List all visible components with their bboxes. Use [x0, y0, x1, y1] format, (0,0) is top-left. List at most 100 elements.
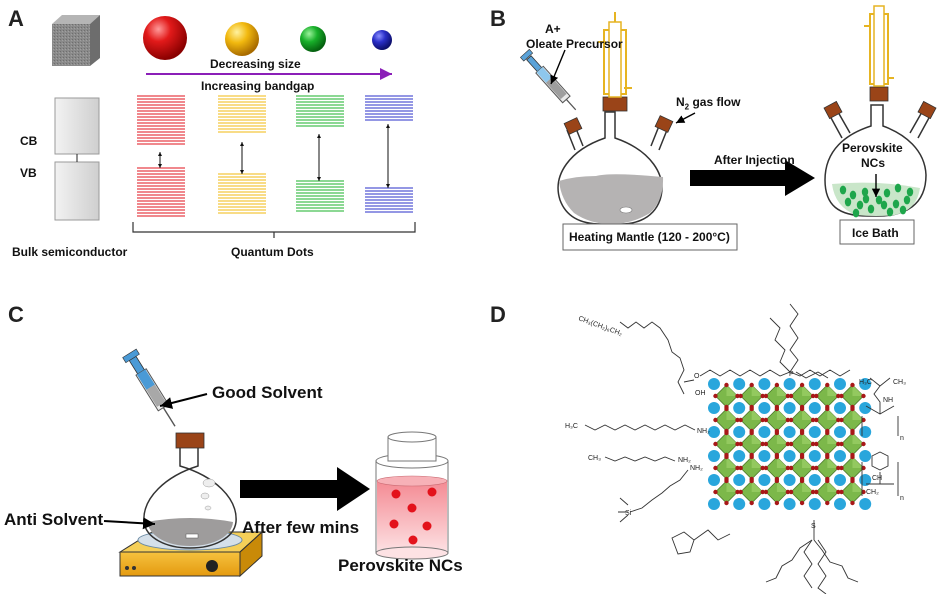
halide-atom [810, 417, 816, 423]
octahedron-face [776, 433, 788, 444]
cation-sphere [733, 498, 746, 510]
cation-sphere [808, 474, 821, 486]
bottom-chain-2 [817, 539, 827, 594]
halide-atom [749, 406, 754, 412]
halide-atom [774, 454, 780, 460]
bandgap-arrow-head [386, 124, 390, 128]
nc-dot [408, 535, 418, 545]
octahedron-face [776, 457, 788, 468]
bulk-cb-box [54, 97, 100, 155]
cation-sphere [834, 474, 846, 486]
halide-atom [760, 441, 765, 447]
cation-sphere [708, 426, 720, 438]
n2-arrow [675, 112, 696, 124]
n2-gas-flow-label: N2 gas flow [676, 95, 741, 112]
halide-atom [763, 441, 769, 447]
cation-sphere [808, 378, 821, 390]
octahedron-face [827, 409, 839, 420]
oleylamine-nh2-label: NH₂ [697, 428, 710, 435]
halide-atom [839, 393, 844, 399]
bulk-vb-box [54, 161, 100, 221]
cation-sphere [808, 498, 821, 510]
cation-sphere [783, 474, 796, 486]
halide-atom [749, 500, 754, 506]
nc-dot [861, 187, 869, 197]
octahedron-face [776, 409, 788, 420]
halide-atom [724, 454, 729, 460]
cation-sphere [758, 402, 771, 414]
cation-sphere [834, 402, 846, 414]
pnipam-ch3-label: CH₃ [893, 379, 906, 386]
halide-atom [749, 478, 754, 484]
nc-dot [844, 197, 852, 207]
halide-atom [763, 417, 769, 423]
nc-dot [407, 503, 417, 513]
octahedron-face [751, 433, 763, 444]
anti-solvent-label: Anti Solvent [4, 510, 104, 529]
phosphine-chain-1 [769, 317, 791, 373]
halide-atom [850, 478, 855, 484]
nc-dot [880, 200, 888, 210]
cation-sphere [758, 426, 771, 438]
halide-atom [785, 393, 791, 399]
perovskite-nc-dots-c [389, 487, 437, 545]
halide-atom [774, 406, 780, 412]
cation-sphere [783, 498, 796, 510]
halide-atom [774, 382, 780, 388]
cb-label: CB [20, 134, 38, 148]
octahedron-face [827, 481, 839, 492]
yellow-quantum-dot [225, 22, 259, 56]
halide-atom [735, 489, 740, 495]
octahedron-face [751, 409, 763, 420]
after-few-mins-label: After few mins [242, 518, 360, 537]
halide-atom [785, 417, 791, 423]
halide-atom [785, 465, 791, 471]
anti-solvent-arrow [103, 517, 156, 530]
octahedron-face [726, 457, 738, 468]
halide-atom [735, 417, 740, 423]
halide-atom [760, 489, 765, 495]
pnipam [865, 377, 895, 415]
bandgap-arrow-head [317, 134, 321, 138]
after-injection-label: After Injection [714, 153, 795, 167]
halide-atom [713, 489, 718, 495]
quantum-dot-band-lines [137, 95, 413, 217]
cation-sphere [783, 450, 796, 462]
halide-atom [825, 500, 830, 506]
halide-atom [861, 441, 866, 447]
octahedron-face [802, 457, 814, 468]
halide-atom [799, 478, 805, 484]
cation-sphere [859, 378, 872, 390]
halide-atom [760, 465, 765, 471]
cation-sphere [808, 450, 821, 462]
cation-sphere [708, 450, 720, 462]
oleic-acid-label: CH₃(CH₂)₆CH₂ [577, 315, 623, 337]
good-solvent-label: Good Solvent [212, 383, 323, 402]
octahedron-face [827, 433, 839, 444]
perovskite-ncs-b-line2: NCs [861, 156, 886, 170]
halide-atom [713, 393, 718, 399]
halide-atom [774, 478, 780, 484]
phosphine-chain-2 [789, 303, 799, 373]
cation-sphere [708, 402, 720, 414]
halide-atom [814, 417, 819, 423]
halide-atom [749, 382, 754, 388]
halide-atom [836, 465, 841, 471]
pnipam-h3c-label: H₃C [859, 379, 872, 386]
octahedron-face [751, 481, 763, 492]
blue-quantum-dot [372, 30, 392, 50]
cation-sphere [808, 402, 821, 414]
cation-sphere [708, 498, 720, 510]
cation-sphere [758, 474, 771, 486]
pnipam-nh-label: NH [883, 397, 893, 404]
halide-atom [825, 478, 830, 484]
cation-sphere [733, 378, 746, 390]
cation-sphere [783, 426, 796, 438]
cation-sphere [758, 450, 771, 462]
after-injection-arrow [690, 160, 815, 196]
heating-mantle-box [562, 223, 738, 251]
nc-dot [862, 194, 870, 204]
bottom-chain-4 [765, 539, 813, 583]
cation-sphere [783, 402, 796, 414]
